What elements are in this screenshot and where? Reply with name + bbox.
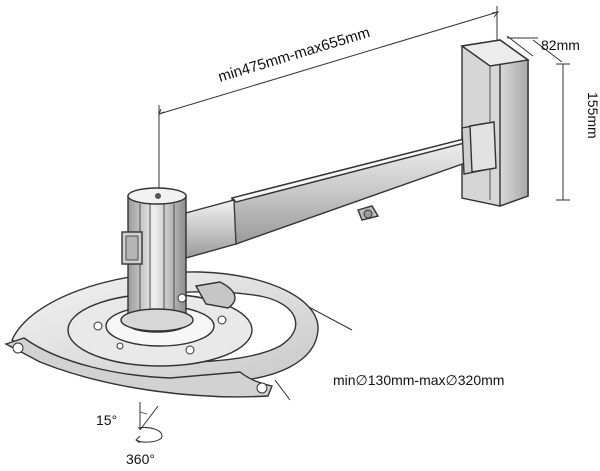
rotation-angle-label: 360° [126,451,155,467]
plate-height-dimension [556,63,570,201]
rotation-arrow-icon [135,427,163,444]
mount-diameter-label: min∅130mm-max∅320mm [333,372,504,388]
extension-arm [181,121,497,259]
tilt-angle-icon [139,402,159,431]
arm-extension-label: min475mm-max655mm [216,24,372,86]
plate-depth-dimension [506,35,563,63]
plate-height-label: 155mm [585,92,600,139]
plate-depth-label: 82mm [541,37,580,53]
wall-plate [460,38,530,207]
arm-extension-dimension [158,6,500,200]
vertical-column [120,187,194,333]
tilt-angle-label: 15° [96,412,117,428]
